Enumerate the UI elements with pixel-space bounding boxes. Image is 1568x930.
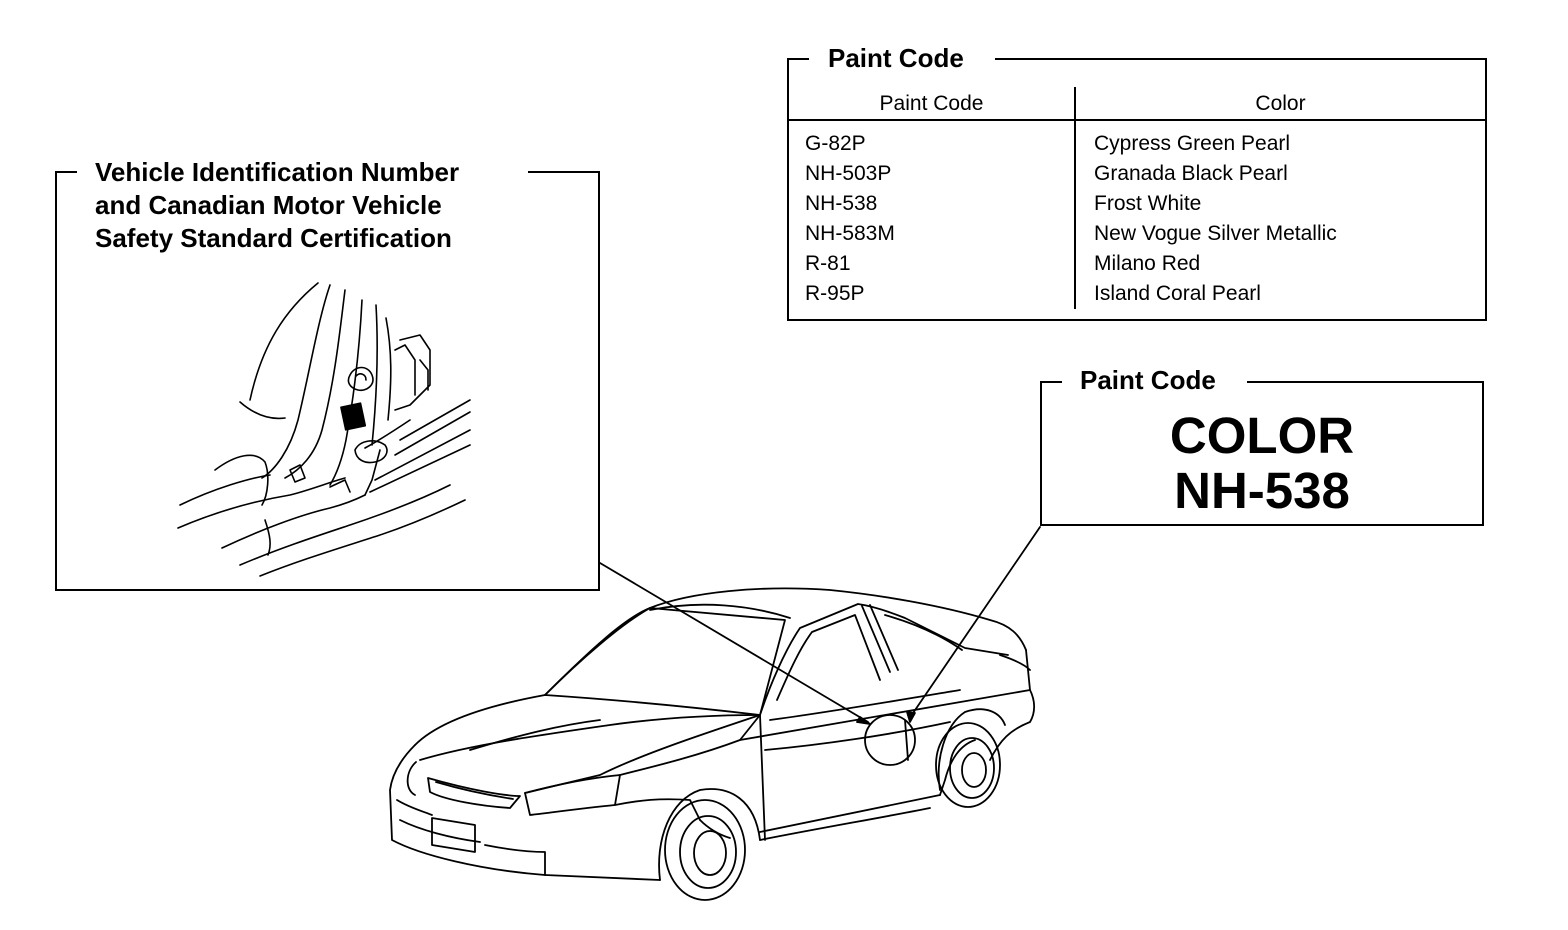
paint-code-table: Paint Code Color G-82P Cypress Green Pea… [789,87,1485,309]
cell-color: Cypress Green Pearl [1074,129,1485,159]
vin-box-top-edge-left [55,171,77,173]
label-box-top-edge-left [1040,381,1062,383]
cell-color: Granada Black Pearl [1074,159,1485,189]
car-illustration [389,587,1036,901]
color-label: COLOR [1169,407,1355,464]
table-row: NH-538 Frost White [789,189,1485,219]
paint-code-label-box: COLOR NH-538 [1040,382,1484,526]
vin-title-line-3: Safety Standard Certification [95,223,452,253]
cell-code: NH-503P [805,162,892,185]
cell-color: Frost White [1074,189,1485,219]
header-paint-code: Paint Code [789,87,1075,121]
leader-lines [599,526,1041,766]
cell-code: G-82P [805,132,866,155]
label-box-top-edge-right [1247,381,1484,383]
cell-color: New Vogue Silver Metallic [1074,219,1485,249]
table-box-top-edge-left [787,58,809,60]
color-code-value: NH-538 [1174,462,1350,519]
vin-title-line-1: Vehicle Identification Number [95,157,460,187]
door-jamb-illustration [177,282,471,577]
table-row: G-82P Cypress Green Pearl [789,129,1485,159]
table-row: NH-583M New Vogue Silver Metallic [789,219,1485,249]
paint-code-label-title: Paint Code [1070,364,1226,396]
cell-color: Island Coral Pearl [1074,279,1485,309]
vin-title-line-2: and Canadian Motor Vehicle [95,190,442,220]
cell-code: R-81 [805,252,851,275]
table-box-top-edge-right [995,58,1487,60]
vin-box-top-edge-right [528,171,600,173]
vin-certification-box [55,172,600,591]
vin-box-title: Vehicle Identification Number and Canadi… [85,156,468,255]
paint-code-table-box: Paint Code Color G-82P Cypress Green Pea… [787,59,1487,321]
paint-code-table-title: Paint Code [818,42,974,74]
cell-code: NH-538 [805,192,878,215]
header-color: Color [1074,87,1485,121]
cell-color: Milano Red [1074,249,1485,279]
table-row: R-95P Island Coral Pearl [789,279,1485,309]
cell-code: NH-583M [805,222,895,245]
cell-code: R-95P [805,282,865,305]
table-row: NH-503P Granada Black Pearl [789,159,1485,189]
table-row: R-81 Milano Red [789,249,1485,279]
